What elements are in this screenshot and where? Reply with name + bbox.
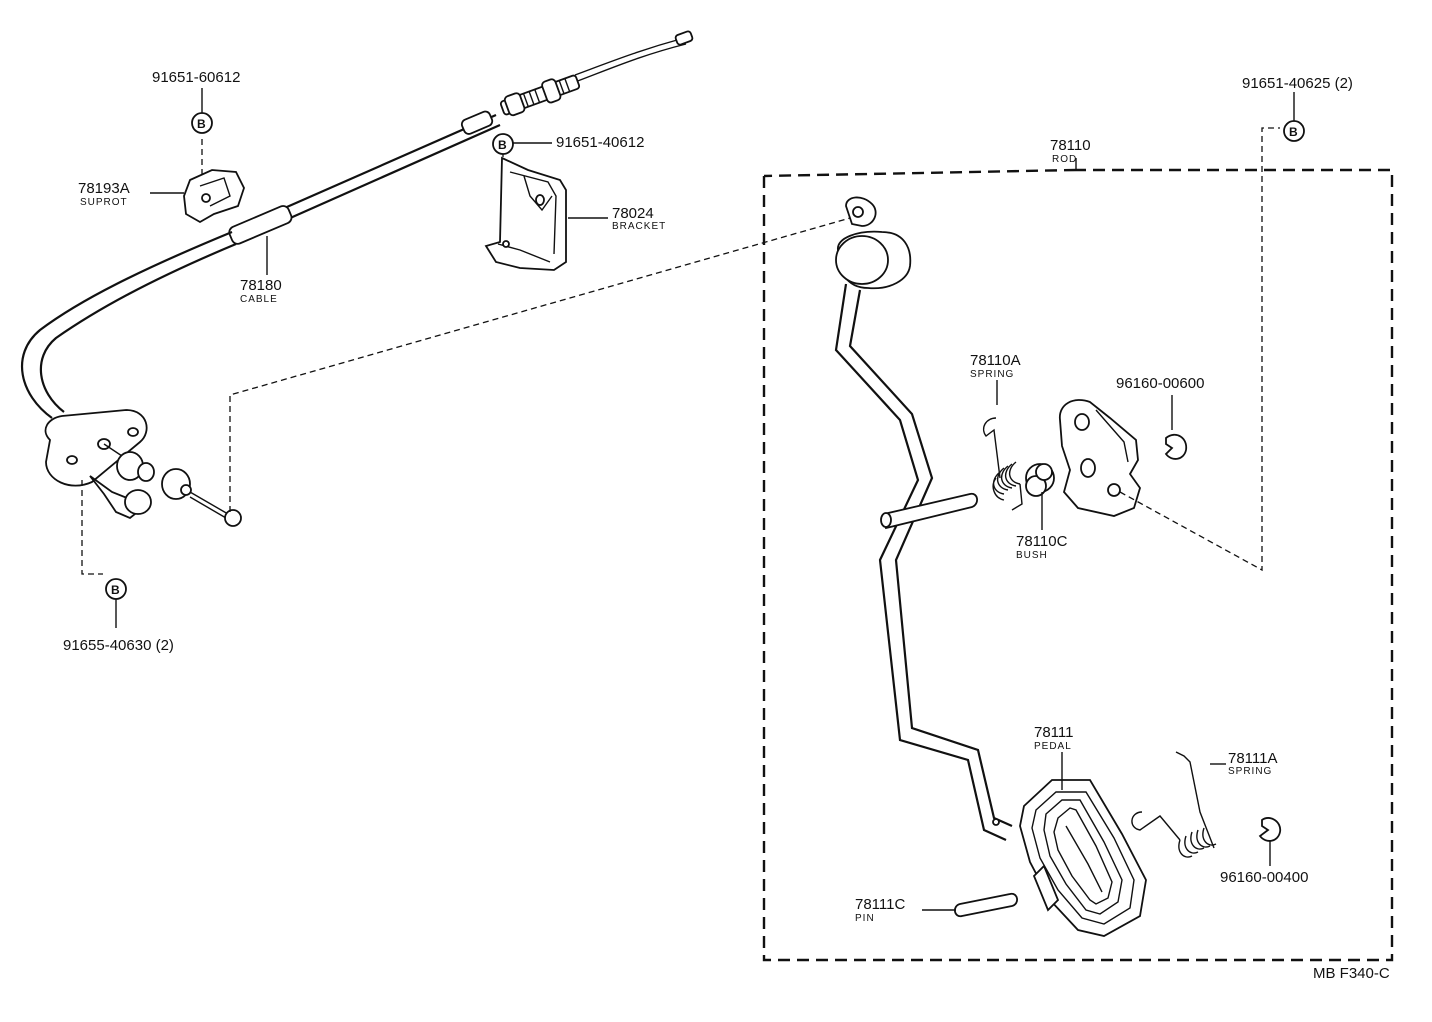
svg-text:B: B: [111, 583, 120, 597]
callout-78193a: 78193A: [78, 180, 130, 197]
callout-78111a: 78111A: [1228, 750, 1278, 767]
support-clip: [183, 169, 245, 224]
callout-91655-40630: 91655-40630 (2): [63, 637, 174, 654]
bracket-78024: [484, 156, 567, 271]
bolt-marker-icon: B: [492, 133, 514, 155]
e-clip-96160-00400: [1258, 817, 1282, 842]
bush-78110c: [1025, 463, 1055, 497]
accelerator-rod: [834, 196, 1013, 842]
pedal-78111: [1019, 779, 1147, 937]
bolt-marker-icon: B: [105, 578, 127, 600]
callout-78111a-name: SPRING: [1228, 766, 1272, 777]
svg-text:B: B: [1289, 125, 1298, 139]
callout-78110-name: ROD: [1052, 154, 1077, 165]
callout-78024-name: BRACKET: [612, 221, 666, 232]
callout-78110: 78110: [1050, 137, 1091, 154]
bolt-marker-icon: B: [191, 112, 213, 134]
pin-78111c: [954, 892, 1018, 918]
callout-91651-60612: 91651-60612: [152, 69, 240, 86]
callout-78024: 78024: [612, 205, 654, 222]
callout-78110c: 78110C: [1016, 533, 1068, 550]
pivot-bracket: [1059, 399, 1141, 517]
callout-78111c: 78111C: [855, 896, 905, 913]
callout-78111: 78111: [1034, 724, 1074, 741]
cable-assembly: [21, 30, 694, 527]
callout-91651-40625: 91651-40625 (2): [1242, 75, 1353, 92]
callout-96160-00400: 96160-00400: [1220, 869, 1308, 886]
callout-78110a-name: SPRING: [970, 369, 1014, 380]
spring-78111a: [1131, 751, 1217, 858]
callout-91651-40612: 91651-40612: [556, 134, 644, 151]
callout-78180-name: CABLE: [240, 294, 278, 305]
spring-78110a: [982, 417, 1023, 511]
e-clip-96160-00600: [1164, 433, 1188, 460]
callout-78193a-name: SUPROT: [80, 197, 128, 208]
callout-78110a: 78110A: [970, 352, 1021, 369]
callout-96160-00600: 96160-00600: [1116, 375, 1204, 392]
svg-text:B: B: [197, 117, 206, 131]
svg-text:B: B: [498, 138, 507, 152]
callout-78110c-name: BUSH: [1016, 550, 1048, 561]
callout-78180: 78180: [240, 277, 282, 294]
callout-78111-name: PEDAL: [1034, 741, 1072, 752]
callout-78111c-name: PIN: [855, 913, 875, 924]
diagram-code: MB F340-C: [1313, 965, 1390, 982]
bolt-marker-icon: B: [1283, 120, 1305, 142]
